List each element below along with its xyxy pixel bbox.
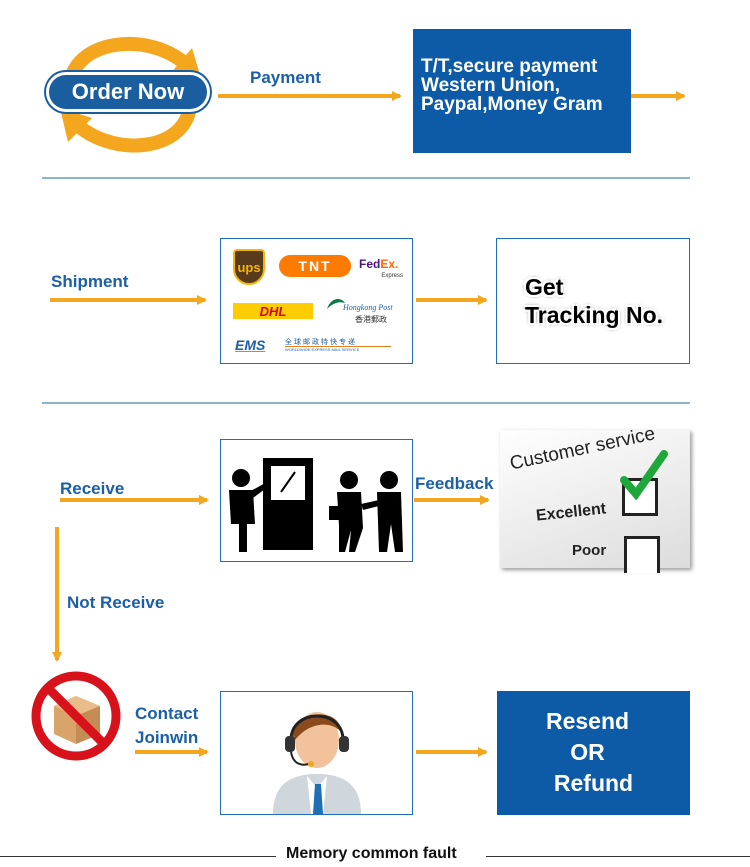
tnt-logo: TNT — [279, 255, 351, 277]
ems-stripe — [285, 346, 391, 347]
person-icon — [232, 469, 250, 487]
payment-label: Payment — [250, 68, 321, 87]
not-receive-label: Not Receive — [67, 593, 165, 612]
checkbox-empty — [624, 536, 660, 573]
fedex-ex: Ex. — [380, 257, 399, 271]
survey-option-poor: Poor — [572, 542, 607, 559]
customer-service-card: Customer service Excellent Poor — [500, 423, 690, 573]
footer-rule-left — [0, 856, 276, 857]
result-line-3: Refund — [553, 770, 634, 796]
result-line-1: Resend — [545, 708, 630, 734]
tracking-line-1: Get — [525, 274, 564, 300]
feedback-label: Feedback — [415, 474, 494, 493]
support-agent-box — [220, 691, 413, 815]
dhl-text: DHL — [259, 303, 287, 319]
dhl-logo: DHL — [233, 303, 313, 319]
survey-option-excellent: Excellent — [535, 500, 607, 525]
ems-text: EMS — [235, 337, 266, 353]
hongkong-post-cn: 香港郵政 — [355, 315, 387, 324]
carriers-box: ups TNT FedEx. Express DHL Hongkong Post… — [220, 238, 413, 364]
no-package-icon — [31, 671, 121, 761]
shipment-label: Shipment — [51, 272, 129, 291]
hongkong-post-logo: Hongkong Post 香港郵政 — [325, 295, 411, 329]
fedex-logo: FedEx. Express — [359, 255, 409, 281]
ups-logo: ups — [233, 249, 265, 285]
payment-line-1: T/T,secure payment — [421, 56, 598, 77]
payment-line-3: Paypal,Money Gram — [421, 94, 603, 115]
result-line-2: OR — [570, 739, 605, 765]
payment-line-2: Western Union, — [421, 75, 560, 96]
ems-cn: 全球邮政特快专递 — [285, 339, 357, 346]
order-now-label: Order Now — [71, 79, 185, 104]
delivery-box — [220, 439, 413, 562]
receive-label: Receive — [60, 479, 125, 498]
ups-text: ups — [237, 259, 261, 275]
tracking-line-2: Tracking No. — [525, 302, 664, 328]
contact-line-1: Contact — [135, 704, 199, 723]
ems-en: WORLDWIDE EXPRESS MAIL SERVICE — [285, 347, 360, 352]
resend-refund-box: Resend OR Refund — [497, 691, 690, 815]
divider-1 — [42, 177, 690, 179]
contact-label: Contact Joinwin — [135, 702, 198, 750]
delivery-illustration — [229, 458, 403, 552]
footer-rule-right — [486, 856, 750, 857]
tnt-text: TNT — [298, 258, 332, 274]
order-now-button[interactable]: Order Now — [46, 72, 210, 112]
hongkong-post-icon — [327, 299, 345, 309]
tracking-box: Get Tracking No. — [496, 238, 690, 364]
checkmark-icon — [620, 450, 668, 500]
ems-logo: EMS 全球邮政特快专递 WORLDWIDE EXPRESS MAIL SERV… — [235, 335, 405, 357]
hongkong-post-en: Hongkong Post — [343, 303, 393, 312]
contact-line-2: Joinwin — [135, 728, 199, 747]
divider-2 — [42, 402, 690, 404]
fedex-fed: Fed — [359, 257, 381, 271]
tracking-text: Get Tracking No. — [525, 273, 663, 329]
footer-caption: Memory common fault — [286, 845, 457, 862]
fedex-express: Express — [381, 273, 403, 279]
payment-methods-box: T/T,secure payment Western Union, Paypal… — [413, 29, 631, 153]
support-agent-icon — [273, 712, 361, 814]
